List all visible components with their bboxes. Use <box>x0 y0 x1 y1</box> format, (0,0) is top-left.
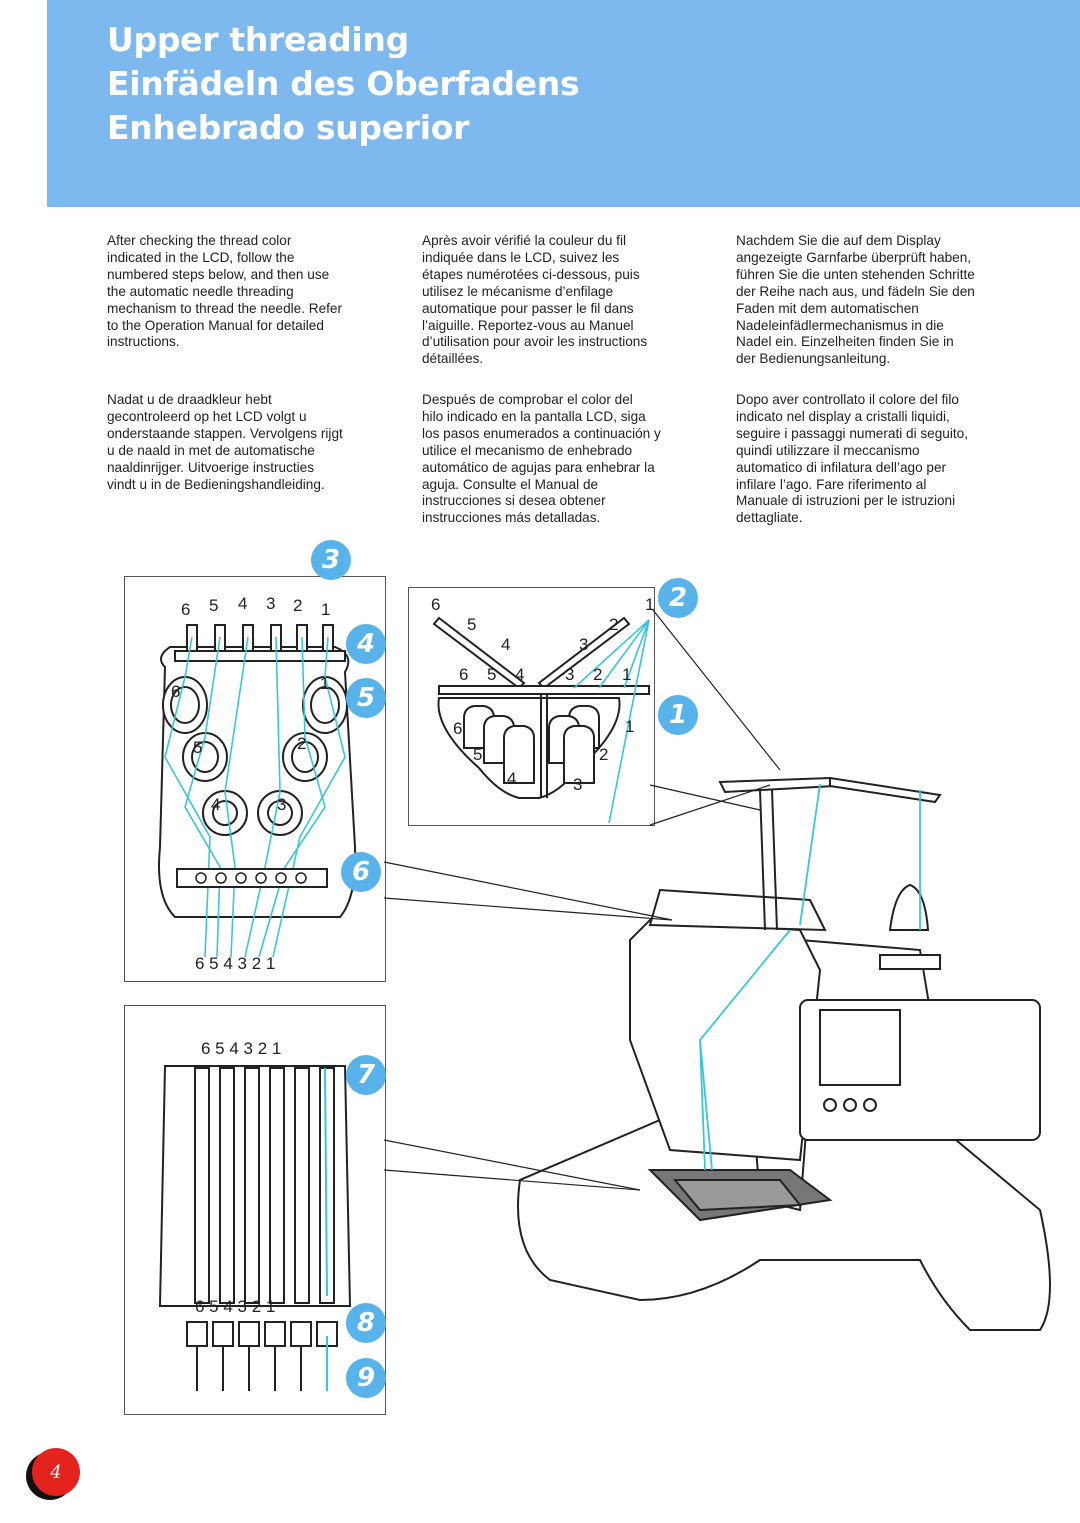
title-english: Upper threading <box>107 20 409 59</box>
spool-label: 5 <box>193 738 202 757</box>
title-spanish: Enhebrado superior <box>107 108 470 147</box>
stand-label: 6 <box>431 595 440 614</box>
cone-label: 3 <box>573 775 582 794</box>
stand-label: 4 <box>501 635 510 654</box>
bar-label: 6 <box>459 665 468 684</box>
cone-label: 1 <box>625 717 634 736</box>
stand-label: 2 <box>609 615 618 634</box>
instructions-dutch: Nadat u de draadkleur hebt gecontroleerd… <box>107 392 343 492</box>
step-badge: 5 <box>346 678 386 718</box>
needle-bottom-numbers: 6 5 4 3 2 1 <box>195 1297 275 1316</box>
guide-label: 2 <box>293 596 302 615</box>
step-badge: 4 <box>346 624 386 664</box>
spool-stand-diagram: 6 1 5 2 4 3 6 5 4 3 2 1 6 1 5 2 4 3 <box>431 595 654 824</box>
page-number: 4 <box>32 1448 80 1496</box>
tension-panel: 6 5 4 3 2 1 6 1 5 2 4 3 6 5 4 3 2 1 <box>124 576 386 982</box>
bar-label: 3 <box>565 665 574 684</box>
cone-label: 5 <box>473 745 482 764</box>
instructions-english: After checking the thread color indicate… <box>107 233 343 350</box>
instructions-german: Nachdem Sie die auf dem Display angezeig… <box>736 233 975 367</box>
cone-label: 2 <box>599 745 608 764</box>
guide-label: 6 <box>181 600 190 619</box>
bar-label: 5 <box>487 665 496 684</box>
spool-label: 2 <box>297 734 306 753</box>
needle-diagram: 6 5 4 3 2 1 6 5 4 3 2 1 <box>158 1039 352 1391</box>
bar-label: 1 <box>622 665 631 684</box>
machine-drawing <box>517 776 1051 1331</box>
stand-label: 3 <box>579 635 588 654</box>
step-badge: 2 <box>658 578 698 618</box>
step-badge: 3 <box>311 540 351 580</box>
stand-label: 1 <box>645 595 654 614</box>
bar-label: 4 <box>515 665 524 684</box>
spool-stand-panel: 6 1 5 2 4 3 6 5 4 3 2 1 6 1 5 2 4 3 <box>408 587 655 826</box>
guide-label: 4 <box>238 594 247 613</box>
cone-label: 4 <box>507 769 516 788</box>
guide-label: 1 <box>321 600 330 619</box>
step-badge: 7 <box>346 1055 386 1095</box>
step-badge: 1 <box>658 695 698 735</box>
spool-label: 3 <box>277 795 286 814</box>
machine-illustration <box>500 740 1060 1350</box>
title-german: Einfädeln des Oberfadens <box>107 64 580 103</box>
tension-diagram: 6 5 4 3 2 1 6 1 5 2 4 3 6 5 4 3 2 1 <box>158 594 357 973</box>
bar-label: 2 <box>593 665 602 684</box>
needle-top-numbers: 6 5 4 3 2 1 <box>201 1039 281 1058</box>
step-badge: 8 <box>346 1303 386 1343</box>
instructions-spanish: Después de comprobar el color del hilo i… <box>422 392 661 526</box>
instructions-french: Après avoir vérifié la couleur du fil in… <box>422 233 648 367</box>
spool-label: 6 <box>171 682 180 701</box>
guide-label: 3 <box>266 594 275 613</box>
guide-label: 5 <box>209 596 218 615</box>
spool-label: 4 <box>211 795 220 814</box>
step-badge: 9 <box>346 1358 386 1398</box>
cone-label: 6 <box>453 719 462 738</box>
instructions-italian: Dopo aver controllato il colore del filo… <box>736 392 968 526</box>
spool-label: 1 <box>320 674 329 693</box>
page-header: Upper threading Einfädeln des Oberfadens… <box>47 0 1080 207</box>
stand-label: 5 <box>467 615 476 634</box>
needle-panel: 6 5 4 3 2 1 6 5 4 3 2 1 <box>124 1005 386 1415</box>
bottom-number-row: 6 5 4 3 2 1 <box>195 954 275 973</box>
step-badge: 6 <box>341 852 381 892</box>
